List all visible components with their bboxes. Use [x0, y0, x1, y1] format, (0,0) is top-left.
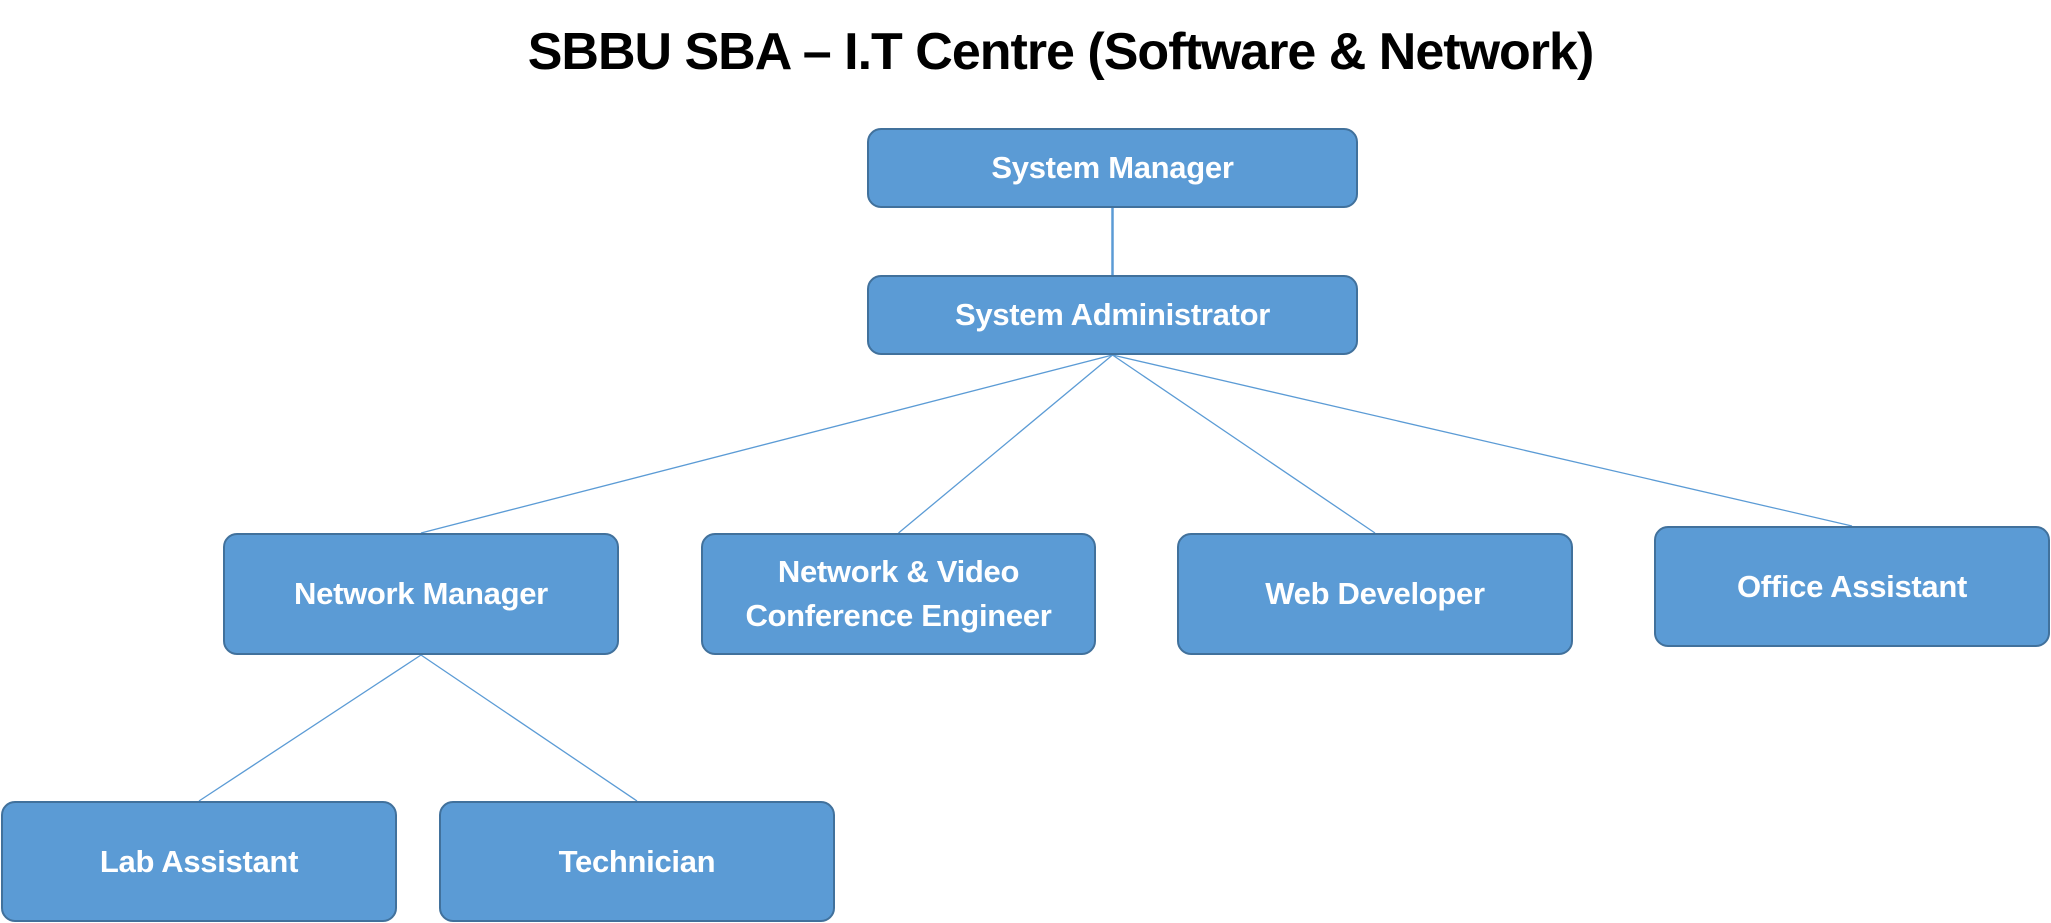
node-label: System Manager — [991, 150, 1234, 185]
connector-system-administrator-to-nv-engineer — [898, 354, 1113, 534]
node-technician[interactable]: Technician — [439, 801, 835, 922]
node-label: Office Assistant — [1736, 568, 1968, 604]
node-system-manager[interactable]: System Manager — [867, 128, 1358, 208]
connector-system-administrator-to-network-manager — [420, 354, 1113, 534]
node-label: Network Manager — [294, 576, 548, 611]
node-label: Lab Assistant — [99, 843, 299, 879]
connector-network-manager-to-technician — [420, 654, 638, 802]
node-label: System Administrator — [955, 297, 1270, 332]
connector-system-administrator-to-web-developer — [1112, 354, 1376, 534]
diagram-title: SBBU SBA – I.T Centre (Software & Networ… — [527, 23, 1595, 81]
node-lab-assistant[interactable]: Lab Assistant — [1, 801, 397, 922]
node-label-line2: Conference Engineer — [745, 598, 1052, 633]
node-label-line1: Network & Video — [777, 554, 1020, 589]
node-system-administrator[interactable]: System Administrator — [867, 275, 1358, 355]
node-office-assistant[interactable]: Office Assistant — [1654, 526, 2050, 647]
node-web-developer[interactable]: Web Developer — [1177, 533, 1573, 655]
node-label: Technician — [558, 843, 716, 879]
node-label: Web Developer — [1265, 576, 1485, 611]
node-network-video-conference-engineer[interactable]: Network & Video Conference Engineer — [701, 533, 1096, 655]
connector-system-administrator-to-office-assistant — [1112, 354, 1853, 527]
connector-network-manager-to-lab-assistant — [198, 654, 422, 802]
node-network-manager[interactable]: Network Manager — [223, 533, 619, 655]
